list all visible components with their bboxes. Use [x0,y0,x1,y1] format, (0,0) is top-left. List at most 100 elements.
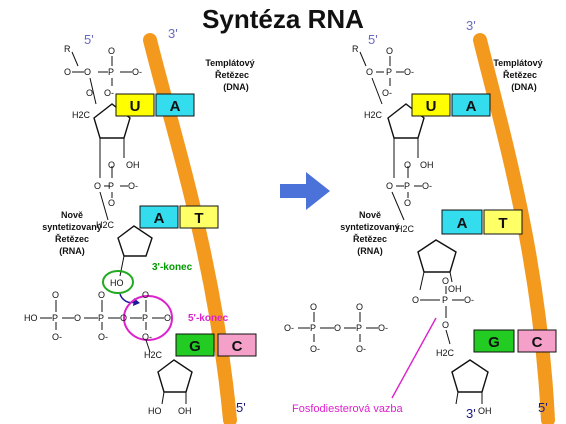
svg-text:O: O [52,290,59,300]
svg-text:O-: O- [104,88,114,98]
right-3prime-top: 3' [466,18,476,33]
ho-circle [102,270,134,294]
page-title: Syntéza RNA [202,4,364,34]
right-sugar-2 [417,239,457,273]
svg-text:H2C: H2C [396,224,415,234]
svg-text:O: O [404,198,411,208]
svg-text:O: O [412,295,419,305]
svg-text:O: O [442,320,449,330]
svg-text:P: P [52,313,58,323]
left-base-pair-1: U A [115,93,195,117]
left-3prime-end-label: 3'-konec [152,262,193,273]
left-3prime-top: 3' [168,26,178,41]
svg-text:O: O [356,302,363,312]
svg-text:Řetězec: Řetězec [503,69,537,80]
left-base-pair-3: G C [175,333,257,357]
right-panel: 5' 3' 5' 3' Templátový Řetězec (DNA) Nov… [284,18,557,421]
svg-text:P: P [142,313,148,323]
bond-pointer [391,317,437,399]
svg-text:C: C [232,338,243,355]
svg-text:OH: OH [478,406,492,416]
svg-text:P: P [442,295,448,305]
left-r-group: R [64,44,71,54]
svg-text:P: P [108,181,114,191]
svg-text:OH: OH [448,284,462,294]
svg-text:O: O [94,181,101,191]
svg-text:Řetězec: Řetězec [215,69,249,80]
svg-text:Řetězec: Řetězec [353,233,387,244]
svg-text:O-: O- [142,332,152,342]
svg-text:Templátový: Templátový [493,58,542,68]
phosphodiester-bond-label: Fosfodiesterová vazba [292,403,404,415]
right-base-pair-3: G C [473,329,557,353]
svg-text:O-: O- [404,67,414,77]
svg-text:U: U [130,98,141,115]
svg-text:Nově: Nově [61,210,83,220]
svg-text:O-: O- [356,344,366,354]
svg-text:A: A [457,215,468,232]
svg-text:O-: O- [284,323,294,333]
svg-text:O: O [86,88,93,98]
svg-text:HO: HO [24,313,38,323]
left-5prime-bottom: 5' [236,400,246,415]
svg-text:T: T [194,210,203,227]
svg-text:syntetizovaný: syntetizovaný [42,222,102,232]
left-panel: 5' 3' 5' Templátový Řetězec (DNA) Nově s… [24,26,257,416]
svg-text:syntetizovaný: syntetizovaný [340,222,400,232]
right-base-pair-1: U A [411,93,491,117]
left-new-strand-label: Nově syntetizovaný Řetězec (RNA) [42,210,102,256]
svg-text:Řetězec: Řetězec [55,233,89,244]
svg-text:O-: O- [378,323,388,333]
svg-text:R: R [352,44,359,54]
svg-text:HO: HO [148,406,162,416]
left-5prime-end-label: 5'-konec [188,313,229,324]
svg-text:O-: O- [128,181,138,191]
left-top-phosphate [71,51,132,105]
svg-text:O: O [108,198,115,208]
svg-text:G: G [189,338,201,355]
right-5prime-top: 5' [368,32,378,47]
svg-text:(DNA): (DNA) [511,82,537,92]
svg-text:O: O [404,160,411,170]
phosphate-circle [123,295,173,341]
svg-text:H2C: H2C [72,110,91,120]
svg-text:O: O [386,46,393,56]
svg-text:O: O [310,302,317,312]
svg-text:P: P [108,67,114,77]
svg-text:O: O [84,67,91,77]
svg-text:A: A [170,98,181,115]
svg-text:A: A [154,210,165,227]
svg-text:(RNA): (RNA) [59,246,85,256]
svg-text:U: U [426,98,437,115]
svg-text:O-: O- [98,332,108,342]
svg-text:HO: HO [110,278,124,288]
svg-text:O: O [108,160,115,170]
svg-text:P: P [98,313,104,323]
svg-text:G: G [488,334,500,351]
right-sugar-1 [387,103,425,139]
svg-text:OH: OH [178,406,192,416]
svg-text:O: O [98,290,105,300]
dna-template-strand-right [473,33,555,424]
svg-text:H2C: H2C [436,348,455,358]
svg-text:(RNA): (RNA) [357,246,383,256]
svg-text:O-: O- [464,295,474,305]
svg-text:O: O [64,67,71,77]
reaction-arrow [280,172,330,210]
svg-text:Templátový: Templátový [205,58,254,68]
svg-text:P: P [386,67,392,77]
right-5prime-bottom: 5' [538,400,548,415]
svg-text:O: O [74,313,81,323]
svg-text:O-: O- [52,332,62,342]
svg-text:O-: O- [310,344,320,354]
right-template-label: Templátový Řetězec (DNA) [493,58,542,92]
svg-text:H2C: H2C [96,220,115,230]
right-sugar-3 [451,359,489,393]
left-base-pair-2: A T [139,205,219,229]
svg-text:(DNA): (DNA) [223,82,249,92]
svg-text:O: O [164,313,171,323]
svg-text:O: O [142,290,149,300]
svg-text:O-: O- [382,88,392,98]
right-new-strand-label: Nově syntetizovaný Řetězec (RNA) [340,210,400,256]
svg-text:A: A [466,98,477,115]
